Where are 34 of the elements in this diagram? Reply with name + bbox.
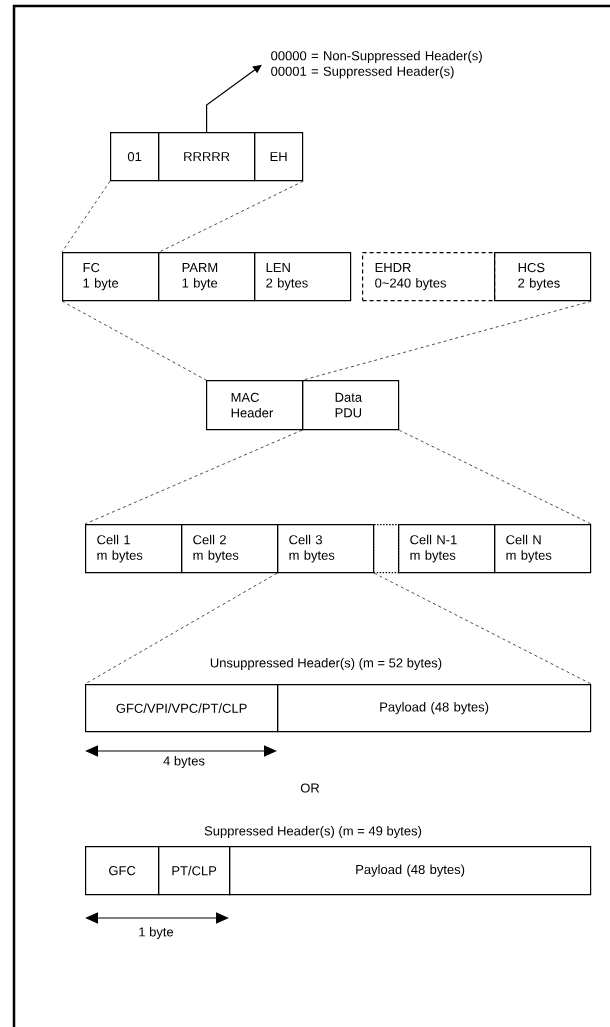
zoom-line xyxy=(373,572,592,685)
cell-box: Cell 3 m bytes xyxy=(277,524,375,574)
field-box: PARM 1 byte xyxy=(158,252,256,302)
zoom-line xyxy=(61,180,111,253)
cell-box: Cell 1 m bytes xyxy=(85,524,183,574)
field-box: Payload (48 bytes) xyxy=(277,684,592,733)
label-text: 4 bytes xyxy=(163,755,205,769)
label-text: 1 byte xyxy=(139,926,174,940)
field-box: GFC xyxy=(85,846,160,896)
cell-box: Cell 2 m bytes xyxy=(181,524,279,574)
zoom-line xyxy=(61,300,207,381)
field-box: PT/CLP xyxy=(158,846,231,896)
field-box: Payload (48 bytes) xyxy=(229,846,592,896)
field-box: HCS 2 bytes xyxy=(494,252,592,302)
note-text: 00000 = Non-Suppressed Header(s) 00001 = Suppressed Header(s) xyxy=(271,50,482,79)
field-box: MAC Header xyxy=(206,380,304,431)
field-box: FC 1 byte xyxy=(62,252,160,302)
cell-box: Cell N m bytes xyxy=(494,524,592,574)
field-box: LEN 2 bytes xyxy=(254,252,352,302)
arrow xyxy=(206,64,262,133)
zoom-line xyxy=(158,180,304,253)
field-box: GFC/VPI/VPC/PT/CLP xyxy=(85,684,279,733)
field-box: Data PDU xyxy=(302,380,400,431)
field-box: EHDR 0~240 bytes xyxy=(362,252,496,302)
field-box: EH xyxy=(254,132,304,182)
cell-box: Cell N-1 m bytes xyxy=(398,524,496,574)
zoom-line xyxy=(398,429,592,525)
label-text: OR xyxy=(300,783,320,793)
field-box: RRRRR xyxy=(158,132,256,182)
label-text: Unsuppressed Header(s) (m = 52 bytes) xyxy=(210,657,442,671)
label-text: Suppressed Header(s) (m = 49 bytes) xyxy=(204,825,422,839)
zoom-line xyxy=(84,429,303,525)
gap-box xyxy=(373,524,400,574)
field-box: 01 xyxy=(110,132,160,182)
